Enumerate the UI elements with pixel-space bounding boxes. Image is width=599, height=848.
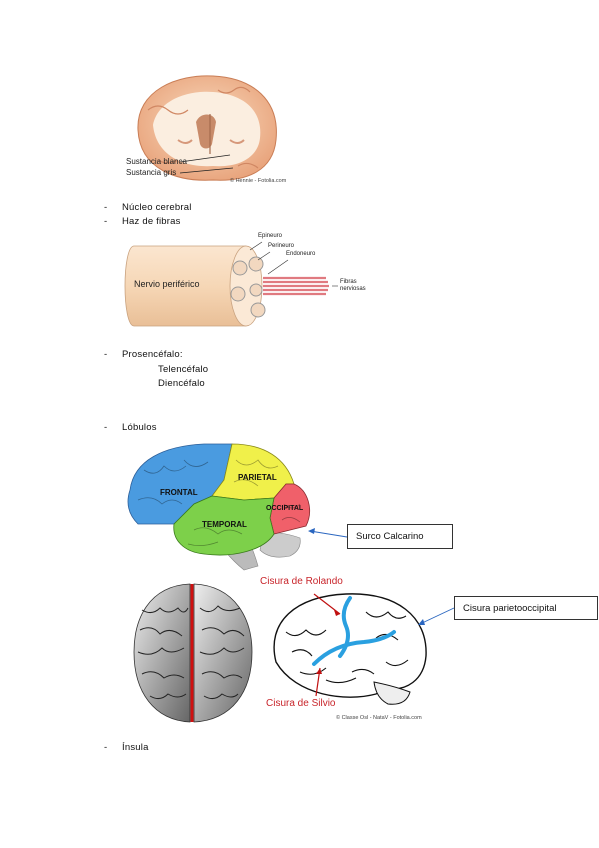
- bullet-dash: -: [104, 742, 108, 753]
- brain-top-figure: [128, 580, 258, 726]
- cisura-parietooccipital-text: Cisura parietooccipital: [463, 602, 557, 614]
- endoneuro-label: Endoneuro: [286, 251, 316, 257]
- surco-calcarino-callout: Surco Calcarino: [347, 524, 453, 549]
- brain-lobes-figure: FRONTAL PARIETAL OCCIPITAL TEMPORAL: [124, 440, 324, 572]
- telencefalo-item: Telencéfalo: [158, 364, 209, 375]
- frontal-label: FRONTAL: [160, 488, 198, 497]
- white-matter-label: Sustancia blanca: [126, 157, 187, 166]
- nerve-illustration: [124, 241, 338, 327]
- brain-section-illustration: [137, 75, 277, 181]
- fibras-label-2: nerviosas: [340, 286, 366, 292]
- temporal-lobe: [173, 495, 275, 556]
- nerve-figure: Nervio periférico Epineuro Perineuro End…: [118, 228, 368, 332]
- surco-arrow-head: [308, 528, 315, 534]
- surco-calcarino-text: Surco Calcarino: [356, 531, 424, 542]
- figure1-credit: © Hennie - Fotolia.com: [230, 178, 287, 184]
- bullet-dash: -: [104, 422, 108, 433]
- figure4-credit: © Classe Osl - NataV - Fotolia.com: [336, 715, 422, 721]
- lobulos-heading: Lóbulos: [122, 422, 157, 433]
- rolando-label: Cisura de Rolando: [260, 576, 343, 587]
- prosencefalo-heading: Prosencéfalo:: [122, 349, 183, 360]
- bullet-dash: -: [104, 216, 108, 227]
- parietal-label: PARIETAL: [238, 473, 277, 482]
- diencefalo-item: Diencéfalo: [158, 378, 205, 389]
- insula-heading: Ínsula: [122, 742, 149, 753]
- surco-arrow-line: [309, 530, 348, 538]
- gray-matter-label: Sustancia gris: [126, 168, 177, 177]
- perineuro-label: Perineuro: [268, 243, 295, 249]
- brain-lateral-sketch-figure: Cisura de Rolando Cisura de Silvio © Cla…: [256, 572, 446, 724]
- cisura-arrow-head: [418, 619, 425, 625]
- nerve-label: Nervio periférico: [134, 279, 200, 289]
- brain-section-figure: Sustancia blanca Sustancia gris © Hennie…: [118, 70, 290, 190]
- brain-lateral-sketch-illustration: [273, 593, 427, 705]
- fibras-label-1: Fibras: [340, 279, 357, 285]
- bullet-dash: -: [104, 202, 108, 213]
- brain-lobes-illustration: [127, 443, 310, 571]
- occipital-label: OCCIPITAL: [266, 505, 304, 512]
- silvio-label: Cisura de Silvio: [266, 698, 336, 709]
- temporal-label: TEMPORAL: [202, 520, 247, 529]
- list-item-haz: Haz de fibras: [122, 216, 181, 227]
- bullet-dash: -: [104, 349, 108, 360]
- list-item-nucleo: Núcleo cerebral: [122, 202, 192, 213]
- epineuro-label: Epineuro: [258, 233, 283, 239]
- brain-top-illustration: [133, 583, 253, 723]
- cisura-arrow-line: [419, 607, 455, 625]
- cisura-parietooccipital-callout: Cisura parietooccipital: [454, 596, 598, 620]
